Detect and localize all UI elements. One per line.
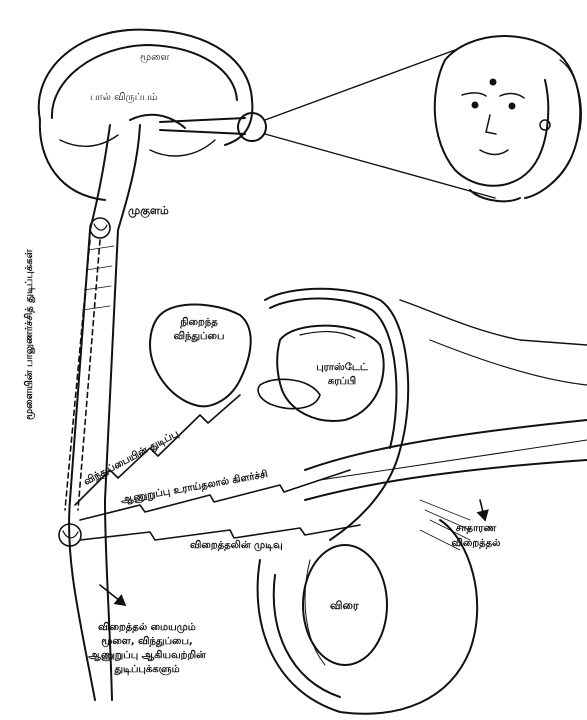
- label-medulla: முகுளம்: [128, 205, 169, 218]
- label-ordinary-erection-2: விறைத்தல்: [436, 538, 516, 550]
- label-testis: விரை: [330, 600, 359, 613]
- label-sexual-desire: பால் விருப்பம்: [90, 92, 158, 104]
- label-seminal-vesicle-2: விந்துப்பை: [164, 331, 234, 343]
- label-seminal-vesicle-1: நிறைந்த: [164, 317, 234, 329]
- brain-drawing: [39, 30, 266, 700]
- label-center-3: ஆணுறுப்பு ஆகியவற்றின்: [62, 650, 232, 662]
- label-center-4: துடிப்புக்களும்: [62, 664, 232, 676]
- label-end-of-emission: விறைத்தலின் முடிவு: [190, 540, 283, 552]
- label-center-2: மூளை, விந்துப்பை,: [62, 636, 232, 648]
- label-center-1: விறைத்தல் மையமும்: [62, 622, 232, 634]
- face-drawing: [265, 36, 581, 201]
- label-brain: மூளை: [140, 52, 170, 64]
- label-brain-impulses: மூளையின் பாலுணர்ச்சித் துடிப்புக்கள்: [24, 249, 36, 420]
- label-prostate-2: சுரப்பி: [302, 376, 382, 388]
- label-ordinary-erection-1: சாதாரண: [436, 523, 516, 535]
- label-prostate-1: புராஸ்டேட்: [302, 362, 382, 374]
